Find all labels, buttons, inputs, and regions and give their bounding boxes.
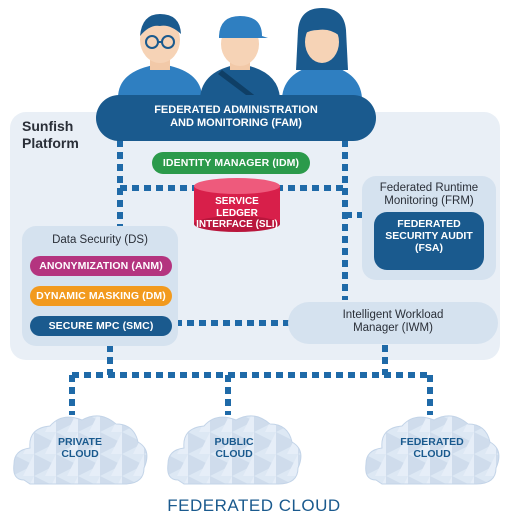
fsa-box [374,212,484,270]
federated-cloud-title: FEDERATED CLOUD [167,496,341,515]
user-with-glasses-icon [118,14,202,98]
sli-label-line2: INTERFACE (SLI) [196,219,278,230]
idm-label: IDENTITY MANAGER (IDM) [162,157,300,169]
platform-title-line2: Platform [22,134,79,151]
cloud-label-federated: FEDERATED CLOUD [364,436,500,460]
fsa-label-line2: SECURITY AUDIT [385,230,473,243]
database-icon [194,178,280,232]
ds-item-anonymization: ANONYMIZATION (ANM) [30,256,172,276]
cloud-label-line2: CLOUD [215,448,253,461]
iwm-label: Intelligent Workload Manager (IWM) [288,309,498,335]
cloud-label-line2: CLOUD [413,448,451,461]
fsa-label-line1: FEDERATED [397,218,461,230]
ds-item-label: ANONYMIZATION (ANM) [39,260,163,272]
fam-label-line2: AND MONITORING (FAM) [170,116,302,129]
frm-title: Federated Runtime Monitoring (FRM) [362,182,496,208]
frm-title-line2: Monitoring (FRM) [384,195,474,208]
sli-label: SERVICE LEDGER INTERFACE (SLI) [194,196,280,231]
idm-pill: IDENTITY MANAGER (IDM) [152,152,310,174]
ds-title: Data Security (DS) [52,234,148,246]
sli-label-line1: SERVICE LEDGER [215,196,259,219]
frm-title-line1: Federated Runtime [379,182,479,194]
cloud-icon [167,415,302,485]
cloud-label-line1: PRIVATE [58,436,102,448]
ds-item-secure-mpc: SECURE MPC (SMC) [30,316,172,336]
ds-item-dynamic-masking: DYNAMIC MASKING (DM) [30,286,172,306]
connector-lines [69,140,433,415]
iwm-label-line1: Intelligent Workload [342,309,444,321]
fsa-label: FEDERATED SECURITY AUDIT (FSA) [374,218,484,254]
cloud-label-line2: CLOUD [61,448,99,461]
fam-label: FEDERATED ADMINISTRATION AND MONITORING … [96,104,376,129]
ds-item-label: DYNAMIC MASKING (DM) [36,290,166,302]
platform-title: Sunfish Platform [22,118,79,152]
cloud-label-public: PUBLIC CLOUD [166,436,302,460]
iwm-label-line2: Manager (IWM) [353,322,433,335]
user-with-cap-icon [200,16,280,98]
fam-label-line1: FEDERATED ADMINISTRATION [154,104,318,116]
fam-bar [96,95,376,141]
cloud-icon [13,415,148,485]
iwm-box [288,302,498,344]
cloud-label-private: PRIVATE CLOUD [12,436,148,460]
cloud-label-line1: FEDERATED [400,436,464,448]
ds-item-label: SECURE MPC (SMC) [48,320,154,332]
user-female-icon [282,8,362,98]
platform-title-line1: Sunfish [22,118,74,134]
cloud-icon [365,415,500,485]
fsa-label-line3: (FSA) [415,242,443,255]
cloud-label-line1: PUBLIC [214,436,254,448]
